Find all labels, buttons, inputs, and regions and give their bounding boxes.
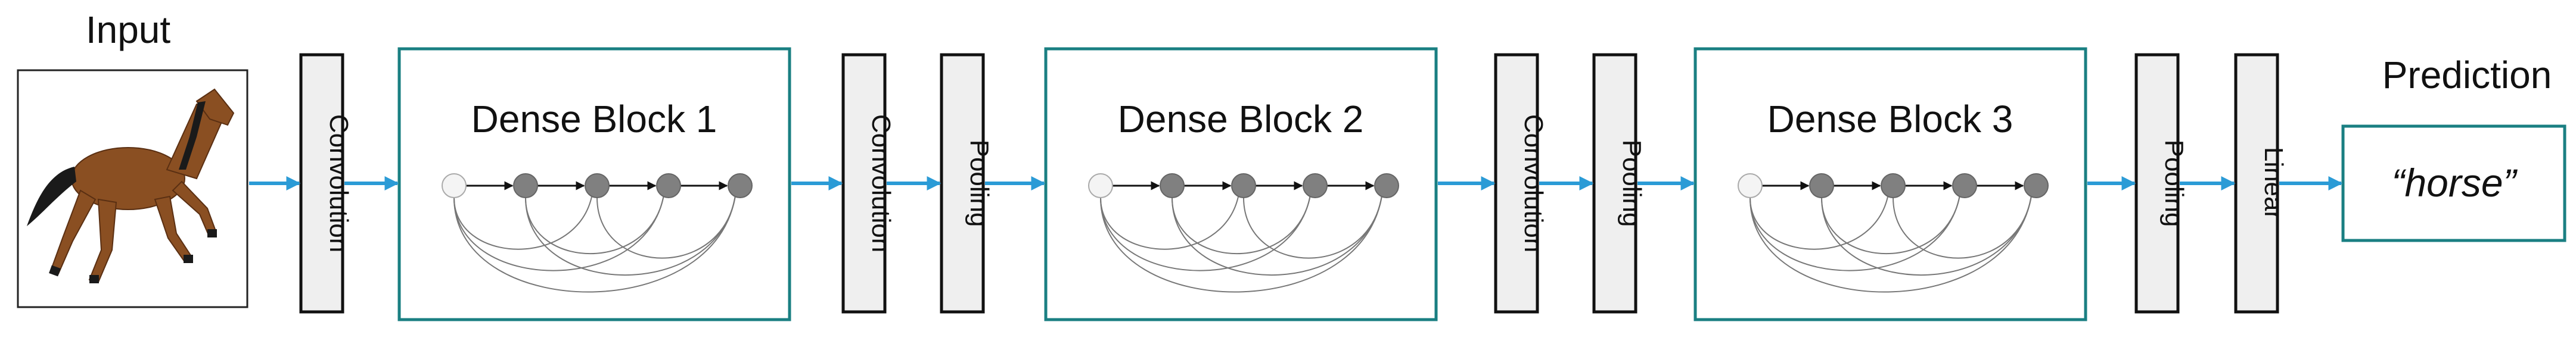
input-node xyxy=(1088,173,1113,198)
feature-node xyxy=(1303,173,1328,198)
input-node xyxy=(442,173,467,198)
dense-block-1-graph xyxy=(442,173,753,293)
input-node xyxy=(1738,173,1763,198)
feature-node xyxy=(1374,173,1399,198)
skip-connection xyxy=(1100,176,1244,250)
skip-connection xyxy=(453,176,597,250)
feature-node xyxy=(656,173,681,198)
prediction-box: “horse” xyxy=(2341,124,2566,242)
feature-node xyxy=(728,173,753,198)
skip-connection xyxy=(1750,176,2036,293)
dense-block-2-graph xyxy=(1088,173,1399,293)
input-label: Input xyxy=(86,8,171,51)
layer-pool3: Pooling xyxy=(2134,53,2189,314)
dense-block-2: Dense Block 2 xyxy=(1044,47,1438,321)
feature-node xyxy=(1881,173,1906,198)
dense-block-3-title: Dense Block 3 xyxy=(1767,98,2013,140)
skip-connection xyxy=(525,176,669,255)
dense-block-1: Dense Block 1 xyxy=(397,47,791,321)
layer-pool2: Pooling xyxy=(1592,53,1646,314)
feature-node xyxy=(513,173,538,198)
skip-connection xyxy=(1821,176,1965,255)
feature-node xyxy=(1160,173,1185,198)
horse-icon xyxy=(17,69,248,308)
dense-block-3: Dense Block 3 xyxy=(1693,47,2087,321)
skip-connection xyxy=(1100,176,1387,293)
skip-connection xyxy=(1172,176,1315,255)
dense-block-3-graph xyxy=(1738,173,2049,293)
feature-node xyxy=(1952,173,1977,198)
skip-connection xyxy=(1243,176,1387,259)
layer-conv1: Convolution xyxy=(299,53,353,314)
feature-node xyxy=(1231,173,1256,198)
skip-connection xyxy=(596,176,740,259)
skip-connection xyxy=(1750,176,1893,250)
feature-node xyxy=(585,173,610,198)
skip-connection xyxy=(1893,176,2036,259)
dense-block-2-title: Dense Block 2 xyxy=(1118,98,1364,140)
skip-connection xyxy=(453,176,740,293)
prediction-label: Prediction xyxy=(2382,54,2552,96)
feature-node xyxy=(2024,173,2049,198)
feature-node xyxy=(1809,173,1834,198)
prediction-value: “horse” xyxy=(2391,161,2518,205)
dense-block-1-title: Dense Block 1 xyxy=(471,98,717,140)
